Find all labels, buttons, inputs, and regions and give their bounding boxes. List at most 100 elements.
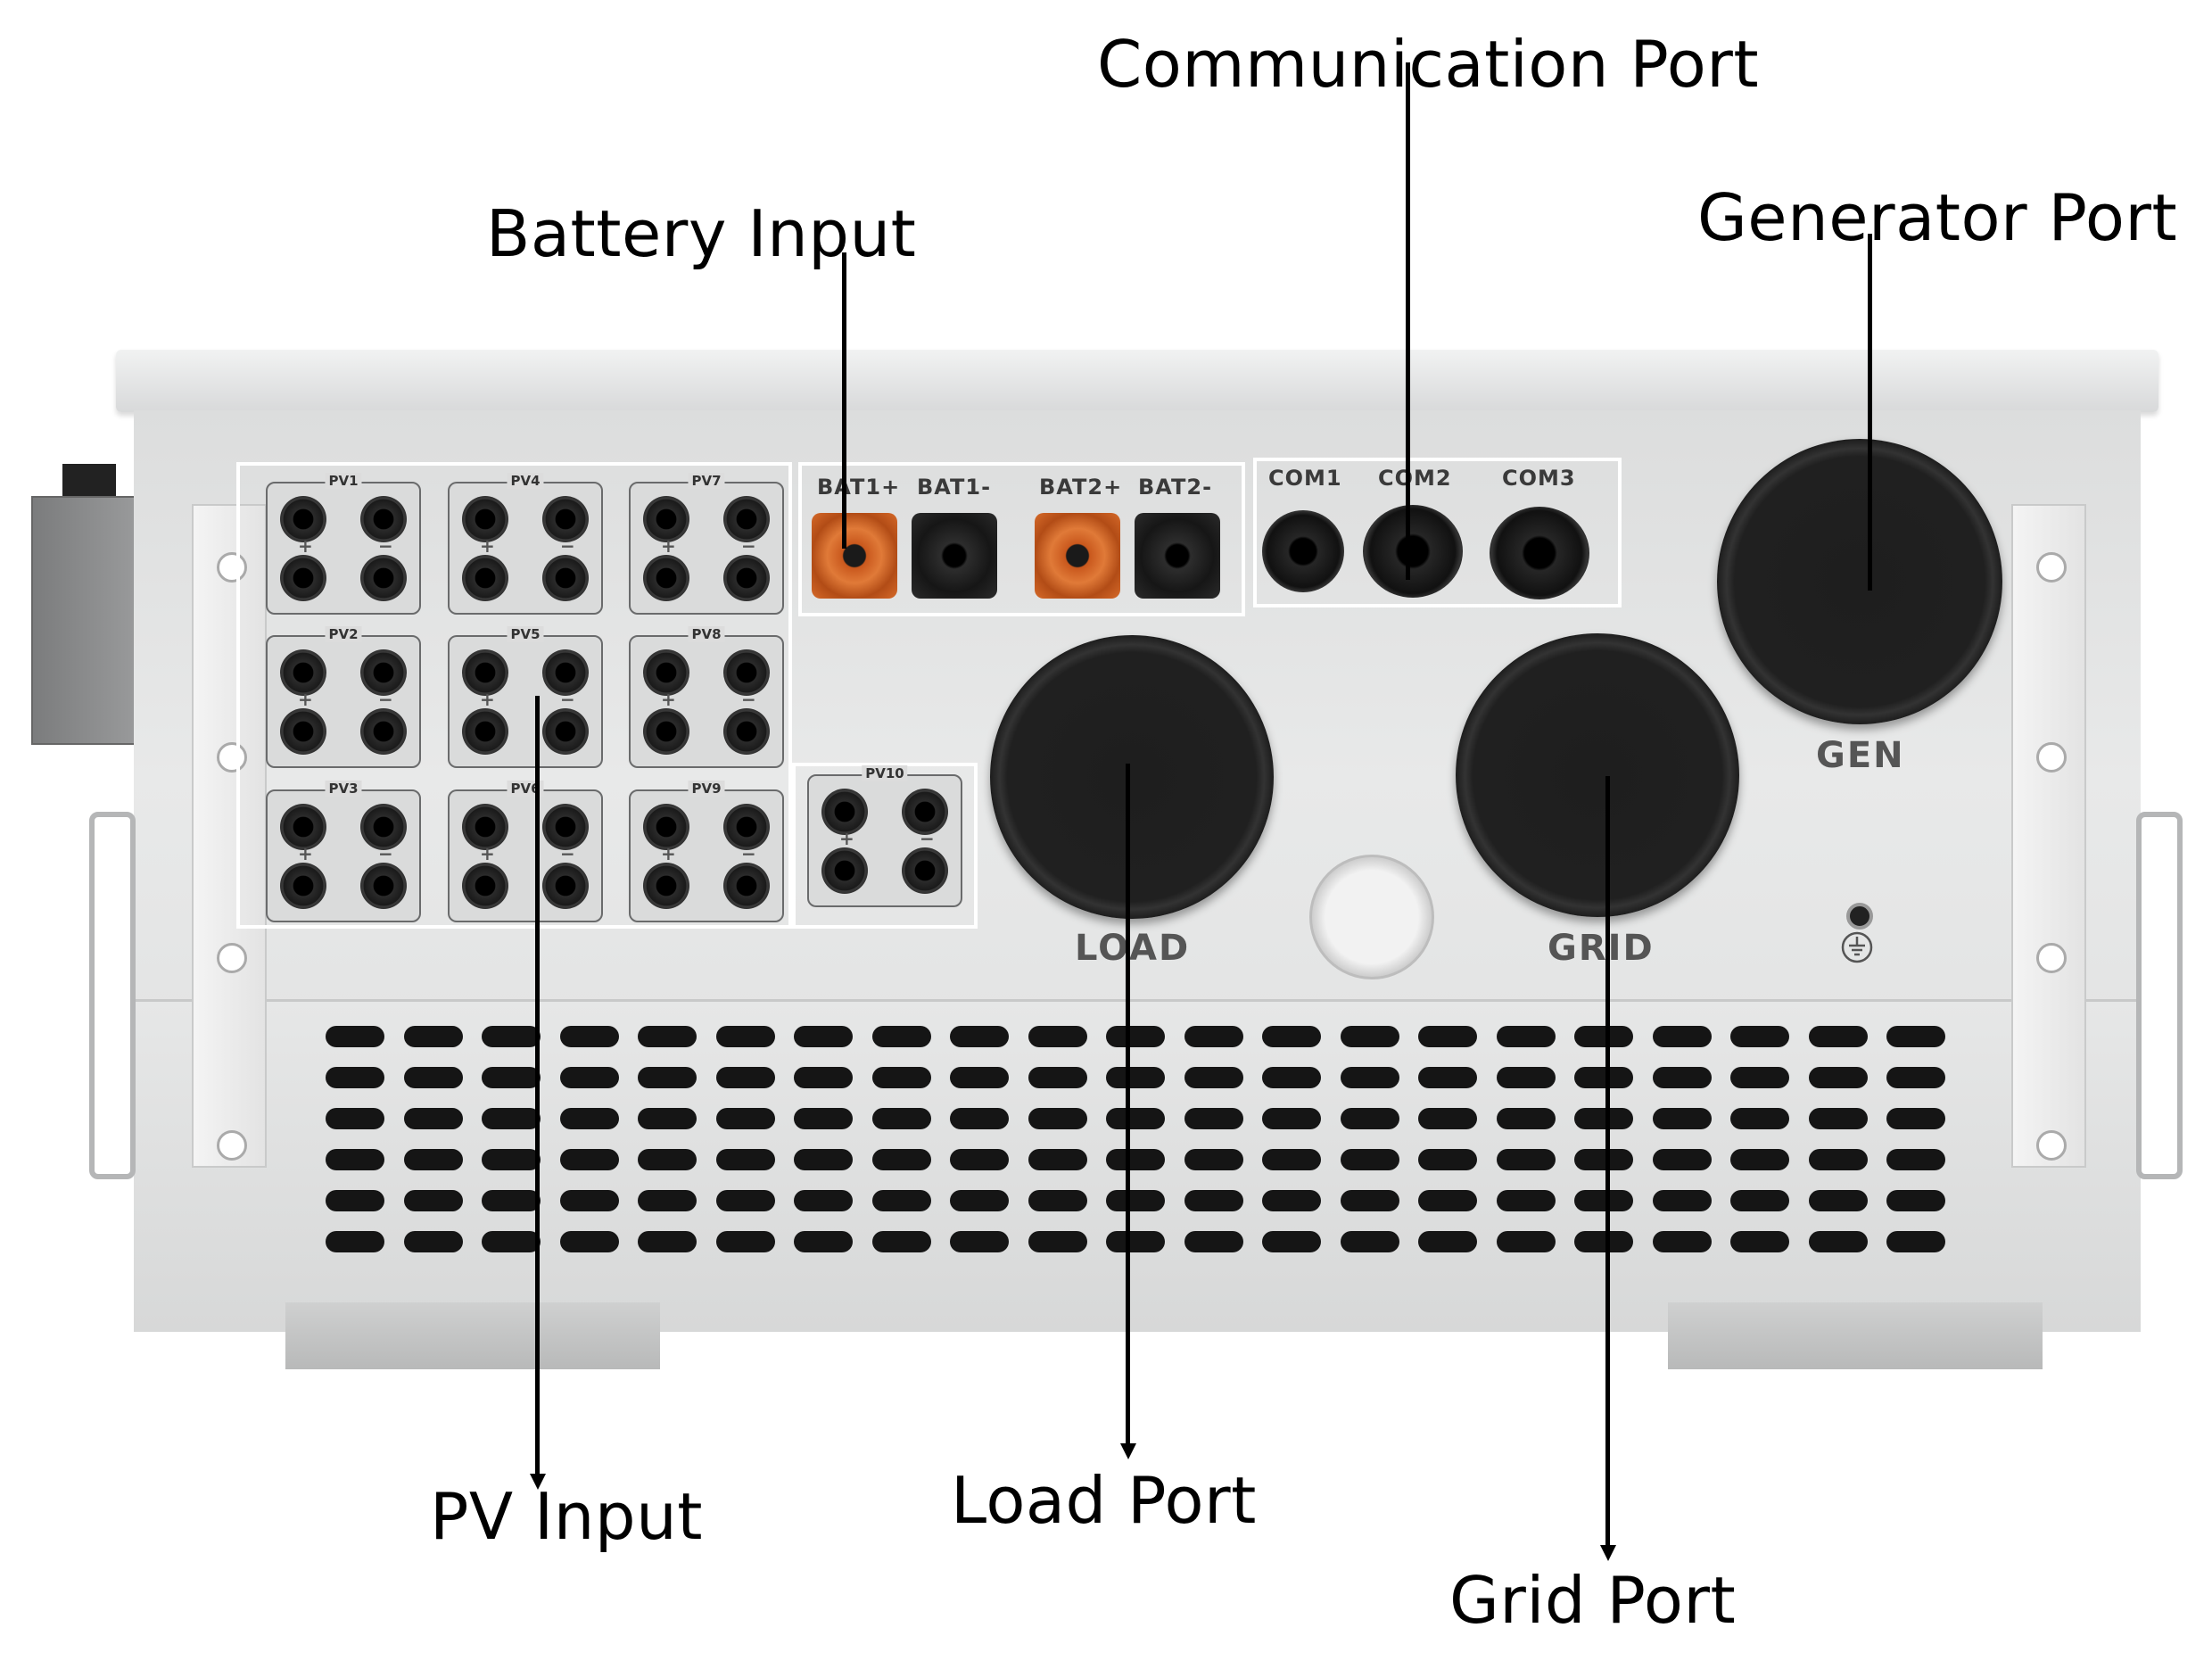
com1-port[interactable] — [1262, 510, 1344, 592]
vent-slot — [638, 1067, 697, 1088]
vent-slot — [1028, 1149, 1087, 1170]
pv-block-label: PV5 — [507, 626, 544, 642]
mc4-connector[interactable] — [280, 555, 326, 601]
com3-label: COM3 — [1502, 466, 1576, 491]
mc4-connector[interactable] — [280, 863, 326, 909]
mc4-connector[interactable] — [360, 649, 407, 696]
vent-slot — [1496, 1108, 1556, 1129]
com2-port[interactable] — [1363, 505, 1463, 598]
vent-slot — [950, 1108, 1009, 1129]
mc4-connector[interactable] — [542, 804, 589, 850]
enclosure-lid — [116, 350, 2158, 412]
vent-slot — [871, 1190, 931, 1211]
mc4-connector[interactable] — [902, 789, 948, 835]
mc4-connector[interactable] — [542, 555, 589, 601]
mc4-connector[interactable] — [821, 789, 868, 835]
mc4-connector[interactable] — [723, 804, 770, 850]
grid-port-gland[interactable] — [1456, 633, 1739, 917]
vent-slot — [794, 1149, 853, 1170]
vent-slot — [1886, 1026, 1945, 1047]
plus-sign: + — [661, 535, 676, 557]
mc4-connector[interactable] — [723, 555, 770, 601]
vent-slot — [1184, 1108, 1243, 1129]
vent-slot — [1730, 1108, 1789, 1129]
vent-slot — [1496, 1231, 1556, 1252]
pv10-highlight — [792, 763, 978, 929]
mc4-connector[interactable] — [360, 555, 407, 601]
mc4-connector[interactable] — [643, 555, 689, 601]
vent-slot — [638, 1149, 697, 1170]
vent-slot — [794, 1231, 853, 1252]
mc4-connector[interactable] — [280, 708, 326, 755]
vent-slot — [794, 1026, 853, 1047]
mc4-connector[interactable] — [902, 847, 948, 894]
vent-slot — [715, 1026, 775, 1047]
load-port-leader — [1126, 764, 1130, 1450]
mc4-connector[interactable] — [360, 863, 407, 909]
mc4-connector[interactable] — [462, 804, 508, 850]
bat1-minus-label: BAT1- — [917, 475, 992, 500]
mc4-connector[interactable] — [462, 649, 508, 696]
vent-slot — [559, 1026, 619, 1047]
pv-block-label: PV2 — [325, 626, 362, 642]
vent-slot — [1652, 1108, 1712, 1129]
mc4-connector[interactable] — [643, 496, 689, 542]
battery-input-leader — [842, 252, 846, 549]
communication-port-highlight — [1253, 458, 1622, 607]
bat1-minus-connector[interactable] — [912, 513, 997, 599]
vent-slot — [1730, 1026, 1789, 1047]
bat2-minus-connector[interactable] — [1135, 513, 1220, 599]
vent-slot — [715, 1231, 775, 1252]
mc4-connector[interactable] — [280, 496, 326, 542]
plus-sign: + — [839, 828, 854, 849]
mc4-connector[interactable] — [360, 496, 407, 542]
vent-slot — [326, 1231, 384, 1252]
plus-sign: + — [480, 535, 495, 557]
pv-block-pv2: PV2+− — [266, 626, 421, 768]
com3-port[interactable] — [1490, 507, 1589, 599]
vent-slot — [1418, 1231, 1477, 1252]
mc4-connector[interactable] — [280, 804, 326, 850]
communication-port-callout: Communication Port — [1097, 27, 1760, 102]
mc4-connector[interactable] — [280, 649, 326, 696]
mc4-connector[interactable] — [462, 863, 508, 909]
mc4-connector[interactable] — [542, 649, 589, 696]
mc4-connector[interactable] — [643, 708, 689, 755]
mc4-connector[interactable] — [462, 496, 508, 542]
vent-slot — [1886, 1067, 1945, 1088]
vent-slot — [1652, 1026, 1712, 1047]
mc4-connector[interactable] — [723, 496, 770, 542]
mc4-connector[interactable] — [360, 804, 407, 850]
mc4-connector[interactable] — [360, 708, 407, 755]
mc4-connector[interactable] — [462, 555, 508, 601]
mc4-connector[interactable] — [542, 863, 589, 909]
com2-label: COM2 — [1378, 466, 1452, 491]
mc4-connector[interactable] — [821, 847, 868, 894]
pv-block-pv10: PV10+− — [807, 765, 962, 907]
mc4-connector[interactable] — [643, 649, 689, 696]
bat2-minus-label: BAT2- — [1138, 475, 1213, 500]
vent-slot — [715, 1149, 775, 1170]
vent-slot — [482, 1190, 541, 1211]
pv-block-pv9: PV9+− — [629, 781, 784, 922]
pv-block-label: PV7 — [688, 473, 725, 489]
mc4-connector[interactable] — [462, 708, 508, 755]
mc4-connector[interactable] — [723, 708, 770, 755]
pv-block-pv1: PV1+− — [266, 473, 421, 615]
bat1-plus-connector[interactable] — [812, 513, 897, 599]
mc4-connector[interactable] — [723, 863, 770, 909]
mc4-connector[interactable] — [643, 863, 689, 909]
pv-block-label: PV10 — [862, 765, 908, 781]
vent-slot — [1262, 1108, 1321, 1129]
mc4-connector[interactable] — [542, 708, 589, 755]
bat2-plus-connector[interactable] — [1035, 513, 1120, 599]
vent-slot — [559, 1067, 619, 1088]
load-port-gland[interactable] — [990, 635, 1274, 919]
mc4-connector[interactable] — [542, 496, 589, 542]
vent-slot — [1730, 1231, 1789, 1252]
mc4-connector[interactable] — [723, 649, 770, 696]
mc4-connector[interactable] — [643, 804, 689, 850]
pv-block-label: PV1 — [325, 473, 362, 489]
vent-slot — [1106, 1149, 1165, 1170]
generator-port-gland[interactable] — [1717, 439, 2002, 724]
